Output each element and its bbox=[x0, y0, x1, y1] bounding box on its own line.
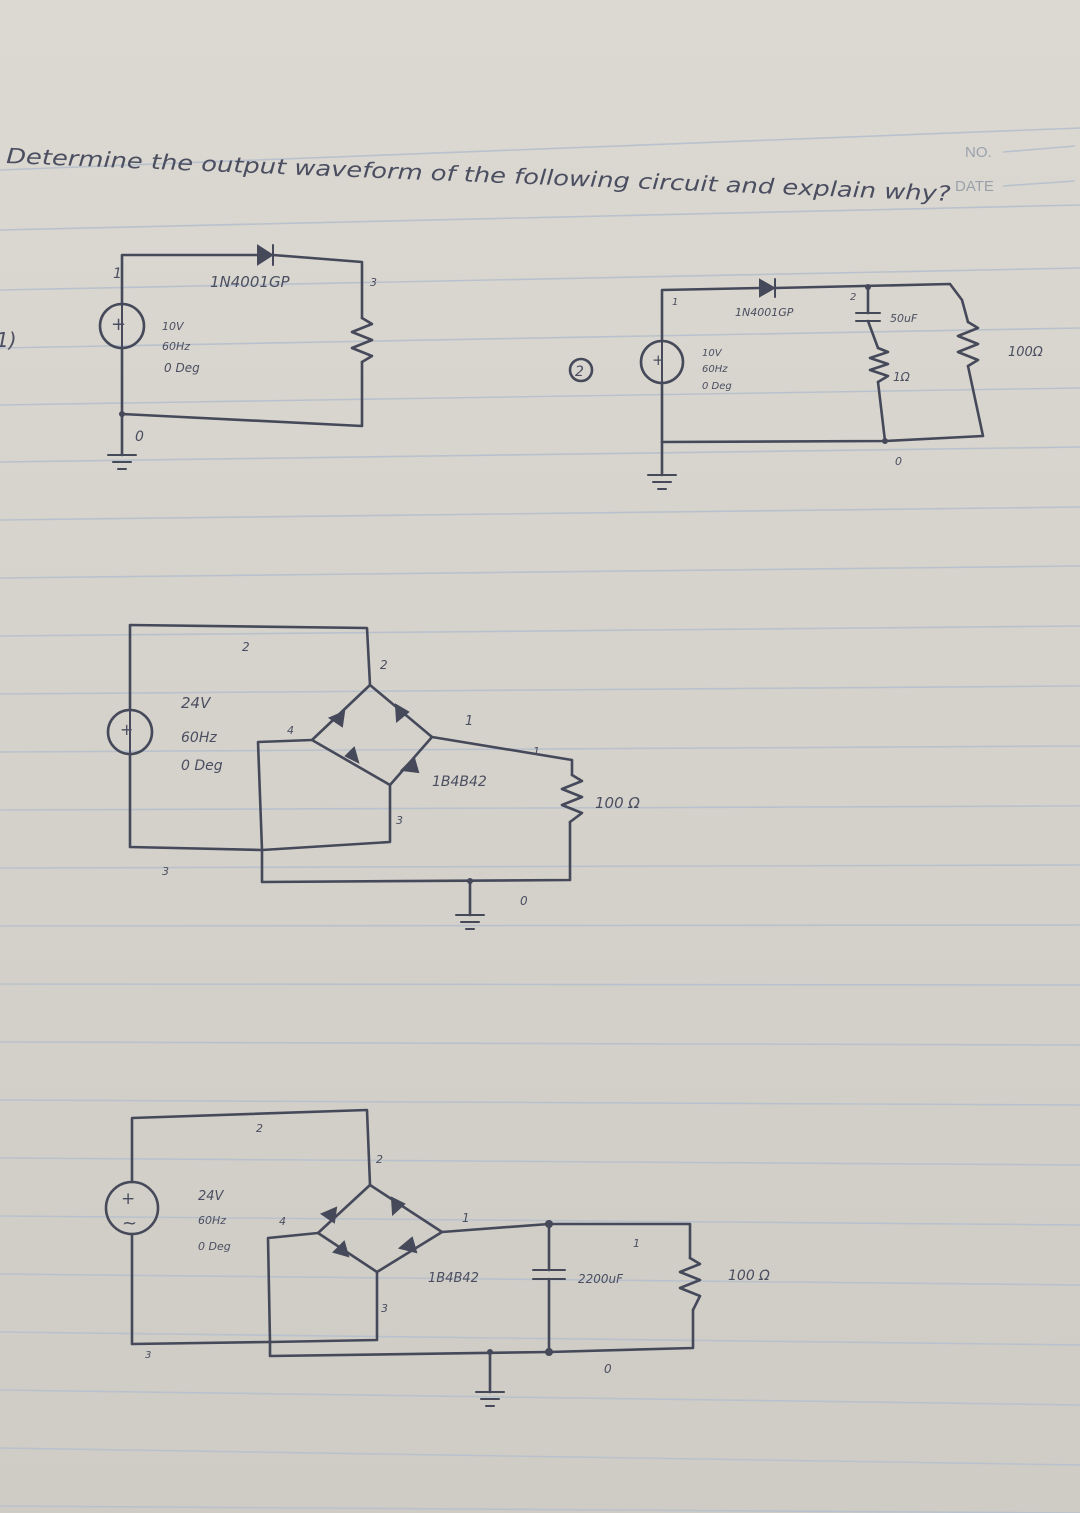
diode-icon bbox=[319, 1206, 338, 1224]
c2-capacitor-label: 50uF bbox=[890, 312, 918, 325]
svg-text:+: + bbox=[111, 314, 126, 335]
esr-resistor-icon bbox=[868, 346, 890, 384]
c3-frequency: 60Hz bbox=[181, 730, 217, 746]
c4-node-3a: 3 bbox=[381, 1302, 388, 1315]
c1-node-3: 3 bbox=[370, 276, 377, 289]
c4-node-1b: 1 bbox=[633, 1237, 640, 1250]
c2-phase: 0 Deg bbox=[702, 381, 732, 392]
c4-node-3b: 3 bbox=[145, 1350, 151, 1361]
c3-phase: 0 Deg bbox=[181, 758, 223, 774]
resistor-icon bbox=[560, 773, 584, 824]
c4-diode-label: 1B4B42 bbox=[428, 1271, 479, 1286]
c2-voltage: 10V bbox=[702, 348, 723, 359]
c2-frequency: 60Hz bbox=[702, 364, 728, 375]
c2-node-2: 2 bbox=[850, 292, 856, 303]
c3-node-3b: 3 bbox=[162, 865, 169, 878]
c2-resistor-label: 100Ω bbox=[1008, 345, 1043, 360]
c1-node-1: 1 bbox=[113, 266, 122, 282]
c3-node-1a: 1 bbox=[465, 714, 473, 729]
c2-esr-label: 1Ω bbox=[893, 370, 911, 384]
resistor-icon bbox=[678, 1256, 702, 1312]
c3-node-3a: 3 bbox=[396, 814, 403, 827]
c3-diode-label: 1B4B42 bbox=[432, 774, 487, 790]
c2-node-1: 1 bbox=[672, 297, 678, 308]
c4-node-2a: 2 bbox=[256, 1122, 263, 1135]
c3-resistor-label: 100 Ω bbox=[595, 794, 640, 812]
c1-voltage: 10V bbox=[162, 320, 185, 333]
diode-icon bbox=[759, 278, 777, 298]
c2-number: 2 bbox=[575, 364, 584, 380]
c2-diode-label: 1N4001GP bbox=[735, 306, 794, 319]
svg-text:+: + bbox=[652, 351, 665, 369]
circuit-4: + ~ 24V 60Hz 0 Deg 1B4B42 2200uF 100 Ω 2 bbox=[104, 1108, 770, 1407]
diode-icon bbox=[257, 244, 274, 266]
c1-node-0: 0 bbox=[135, 429, 144, 445]
c3-node-2a: 2 bbox=[242, 640, 250, 654]
no-label: NO. bbox=[965, 144, 992, 161]
circuit-1: + 1N4001GP 10V 60Hz 0 Deg 1 3 0 bbox=[98, 244, 377, 470]
svg-text:+: + bbox=[121, 1189, 135, 1209]
margin-mark-1: 1) bbox=[0, 328, 17, 352]
diode-icon bbox=[327, 710, 346, 728]
c4-capacitor-label: 2200uF bbox=[578, 1272, 624, 1286]
c1-frequency: 60Hz bbox=[162, 340, 190, 353]
question-text: Determine the output waveform of the fol… bbox=[6, 144, 951, 206]
resistor-icon bbox=[956, 320, 980, 368]
c4-node-4: 4 bbox=[279, 1215, 286, 1228]
c3-node-1b: 1 bbox=[533, 745, 540, 758]
resistor-icon bbox=[350, 316, 374, 364]
c3-node-0: 0 bbox=[520, 894, 528, 908]
c3-node-4: 4 bbox=[287, 724, 294, 737]
c4-phase: 0 Deg bbox=[198, 1240, 231, 1253]
circuit-2: 2 + 1N4001GP 10V 60Hz 0 Deg 50uF 1Ω 100Ω… bbox=[568, 278, 1043, 490]
svg-text:+: + bbox=[120, 720, 133, 739]
date-label: DATE bbox=[955, 178, 994, 195]
circuit-3: + 24V 60Hz 0 Deg 1B4B42 100 Ω 2 2 4 1 1 … bbox=[106, 623, 640, 930]
c1-phase: 0 Deg bbox=[164, 361, 200, 375]
c4-voltage: 24V bbox=[198, 1189, 225, 1204]
c3-node-2b: 2 bbox=[380, 658, 388, 672]
svg-text:~: ~ bbox=[122, 1213, 137, 1234]
c4-node-1a: 1 bbox=[462, 1211, 470, 1225]
ruled-lines bbox=[0, 127, 1080, 1513]
c2-node-0: 0 bbox=[895, 455, 902, 468]
c1-diode-label: 1N4001GP bbox=[210, 273, 291, 291]
c4-node-2b: 2 bbox=[376, 1153, 383, 1166]
c4-frequency: 60Hz bbox=[198, 1214, 226, 1227]
c3-voltage: 24V bbox=[181, 694, 212, 712]
c4-node-0: 0 bbox=[604, 1362, 612, 1376]
c4-resistor-label: 100 Ω bbox=[728, 1268, 770, 1284]
